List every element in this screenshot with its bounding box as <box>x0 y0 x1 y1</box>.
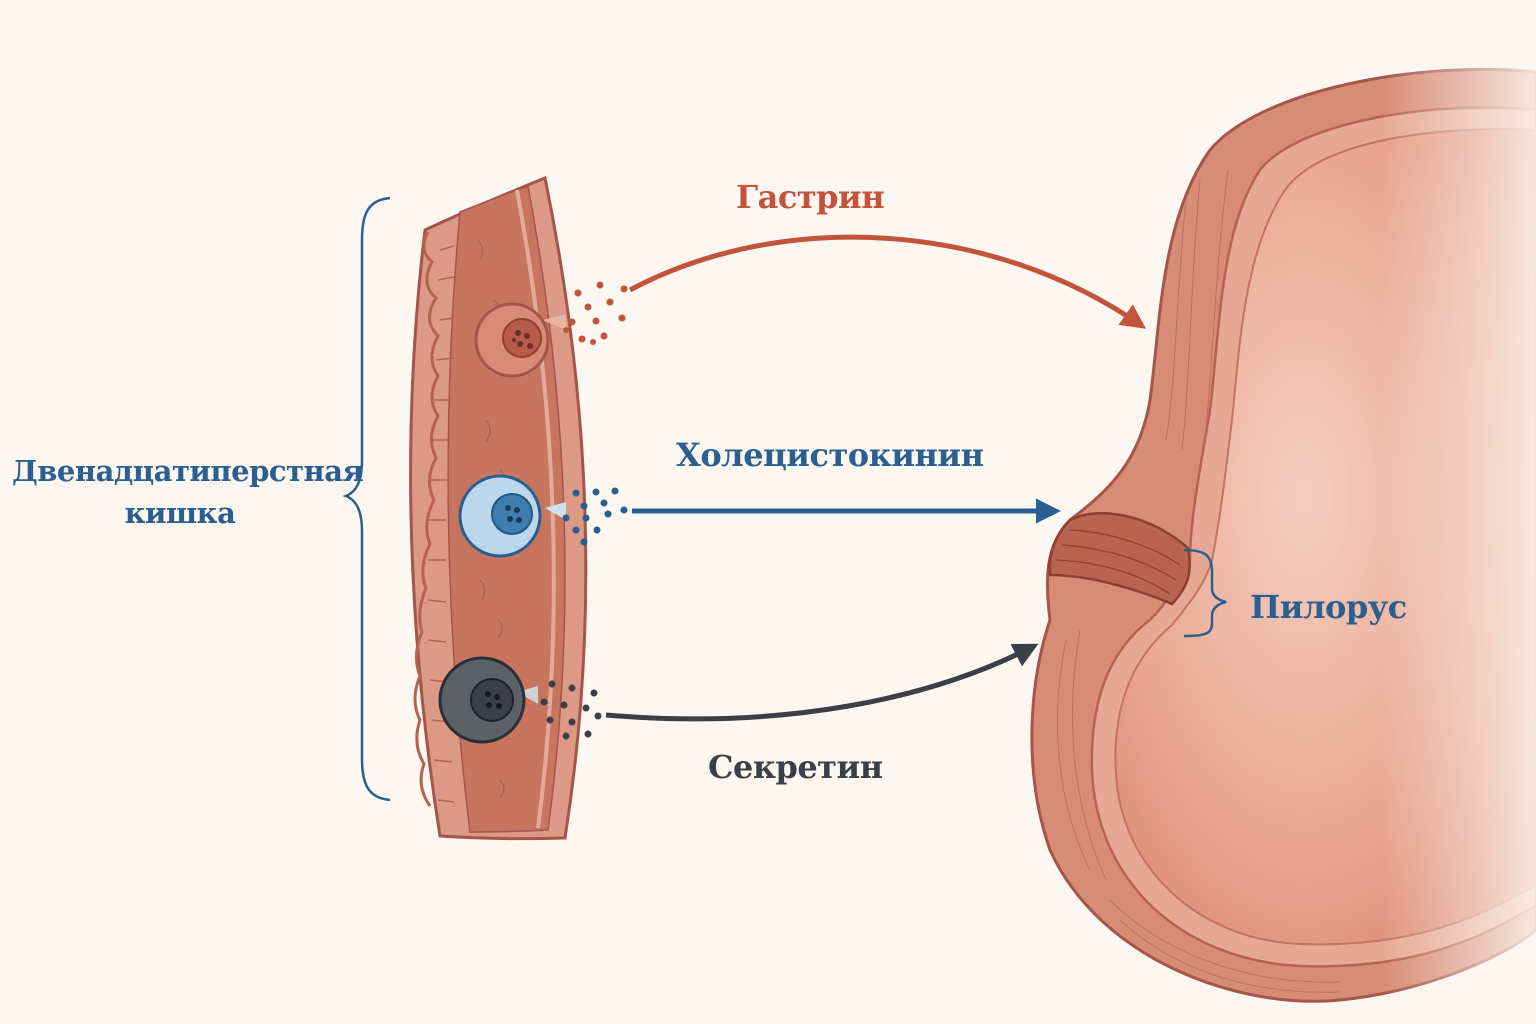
stomach-wall-striations <box>1057 169 1341 993</box>
gastrin-label: Гастрин <box>736 178 885 216</box>
mucosa-villi <box>413 231 440 807</box>
stomach <box>1030 60 1536 1020</box>
duodenum-label: Двенадцатиперстная кишка <box>12 450 364 534</box>
sphincter-striations <box>1055 529 1181 595</box>
secretin-cell <box>438 656 538 744</box>
secretin-arrow <box>605 643 1039 722</box>
cholecystokinin-label: Холецистокинин <box>676 436 984 474</box>
secretin-granules <box>540 680 602 740</box>
pyloric-sphincter <box>1048 512 1191 606</box>
cck-granules <box>562 487 628 546</box>
pylorus-label: Пилорус <box>1250 588 1407 626</box>
duodenum-label-line1: Двенадцатиперстная <box>12 454 364 488</box>
secretin-label: Секретин <box>708 748 883 786</box>
duodenum-label-line2: кишка <box>124 496 236 530</box>
gastrin-cell <box>474 302 566 378</box>
pylorus-brace <box>1183 548 1227 638</box>
gastrin-arrow <box>628 234 1147 329</box>
mucosa-cells <box>427 245 455 803</box>
wall-inner-line <box>515 189 556 829</box>
cck-cell <box>458 474 566 558</box>
duodenum-brace <box>342 196 391 802</box>
gastrin-granules <box>563 281 628 345</box>
